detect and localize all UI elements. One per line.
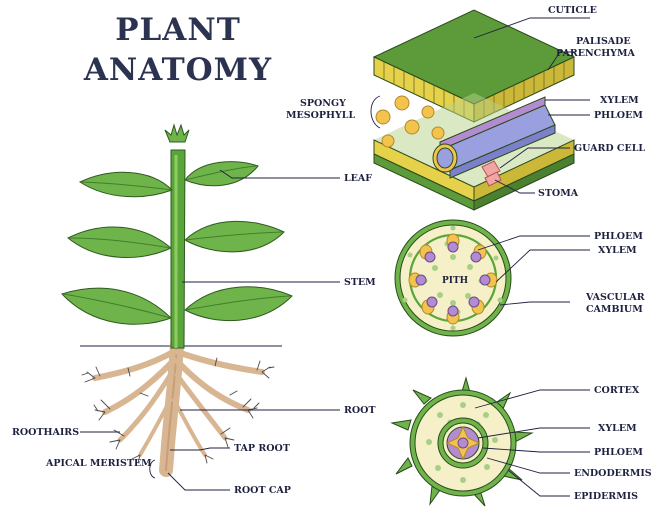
label-stem-phloem: PHLOEM bbox=[594, 231, 643, 242]
label-vascular-1: VASCULAR bbox=[585, 292, 645, 303]
stem bbox=[165, 125, 189, 348]
label-guard-cell: GUARD CELL bbox=[574, 143, 645, 154]
label-stoma: STOMA bbox=[538, 188, 579, 199]
label-epidermis: EPIDERMIS bbox=[574, 491, 638, 502]
label-leaf-phloem: PHLOEM bbox=[594, 110, 643, 121]
label-cortex: CORTEX bbox=[594, 385, 640, 396]
label-cuticle: CUTICLE bbox=[548, 5, 597, 16]
label-roothairs: ROOTHAIRS bbox=[12, 427, 79, 438]
label-spongy-2: MESOPHYLL bbox=[286, 110, 355, 121]
leaf-cross-section bbox=[374, 10, 574, 210]
label-stem: STEM bbox=[344, 277, 376, 288]
label-leaf-xylem: XYLEM bbox=[600, 95, 639, 106]
label-apical-meristem: APICAL MERISTEM bbox=[45, 458, 152, 469]
label-spongy-1: SPONGY bbox=[300, 98, 346, 109]
label-vascular-2: CAMBIUM bbox=[586, 304, 643, 315]
label-root: ROOT bbox=[344, 405, 376, 416]
label-palisade-1: PALISADE bbox=[576, 36, 631, 47]
label-pith: PITH bbox=[442, 276, 469, 286]
label-leaf: LEAF bbox=[344, 173, 372, 184]
label-root-phloem: PHLOEM bbox=[594, 447, 643, 458]
root-cross-section bbox=[392, 378, 532, 506]
label-tap-root: TAP ROOT bbox=[234, 443, 290, 454]
label-root-cap: ROOT CAP bbox=[234, 485, 291, 496]
label-palisade-2: PARENCHYMA bbox=[556, 48, 635, 59]
label-stem-xylem: XYLEM bbox=[598, 245, 637, 256]
label-endodermis: ENDODERMIS bbox=[574, 468, 652, 479]
label-root-xylem: XYLEM bbox=[598, 423, 637, 434]
